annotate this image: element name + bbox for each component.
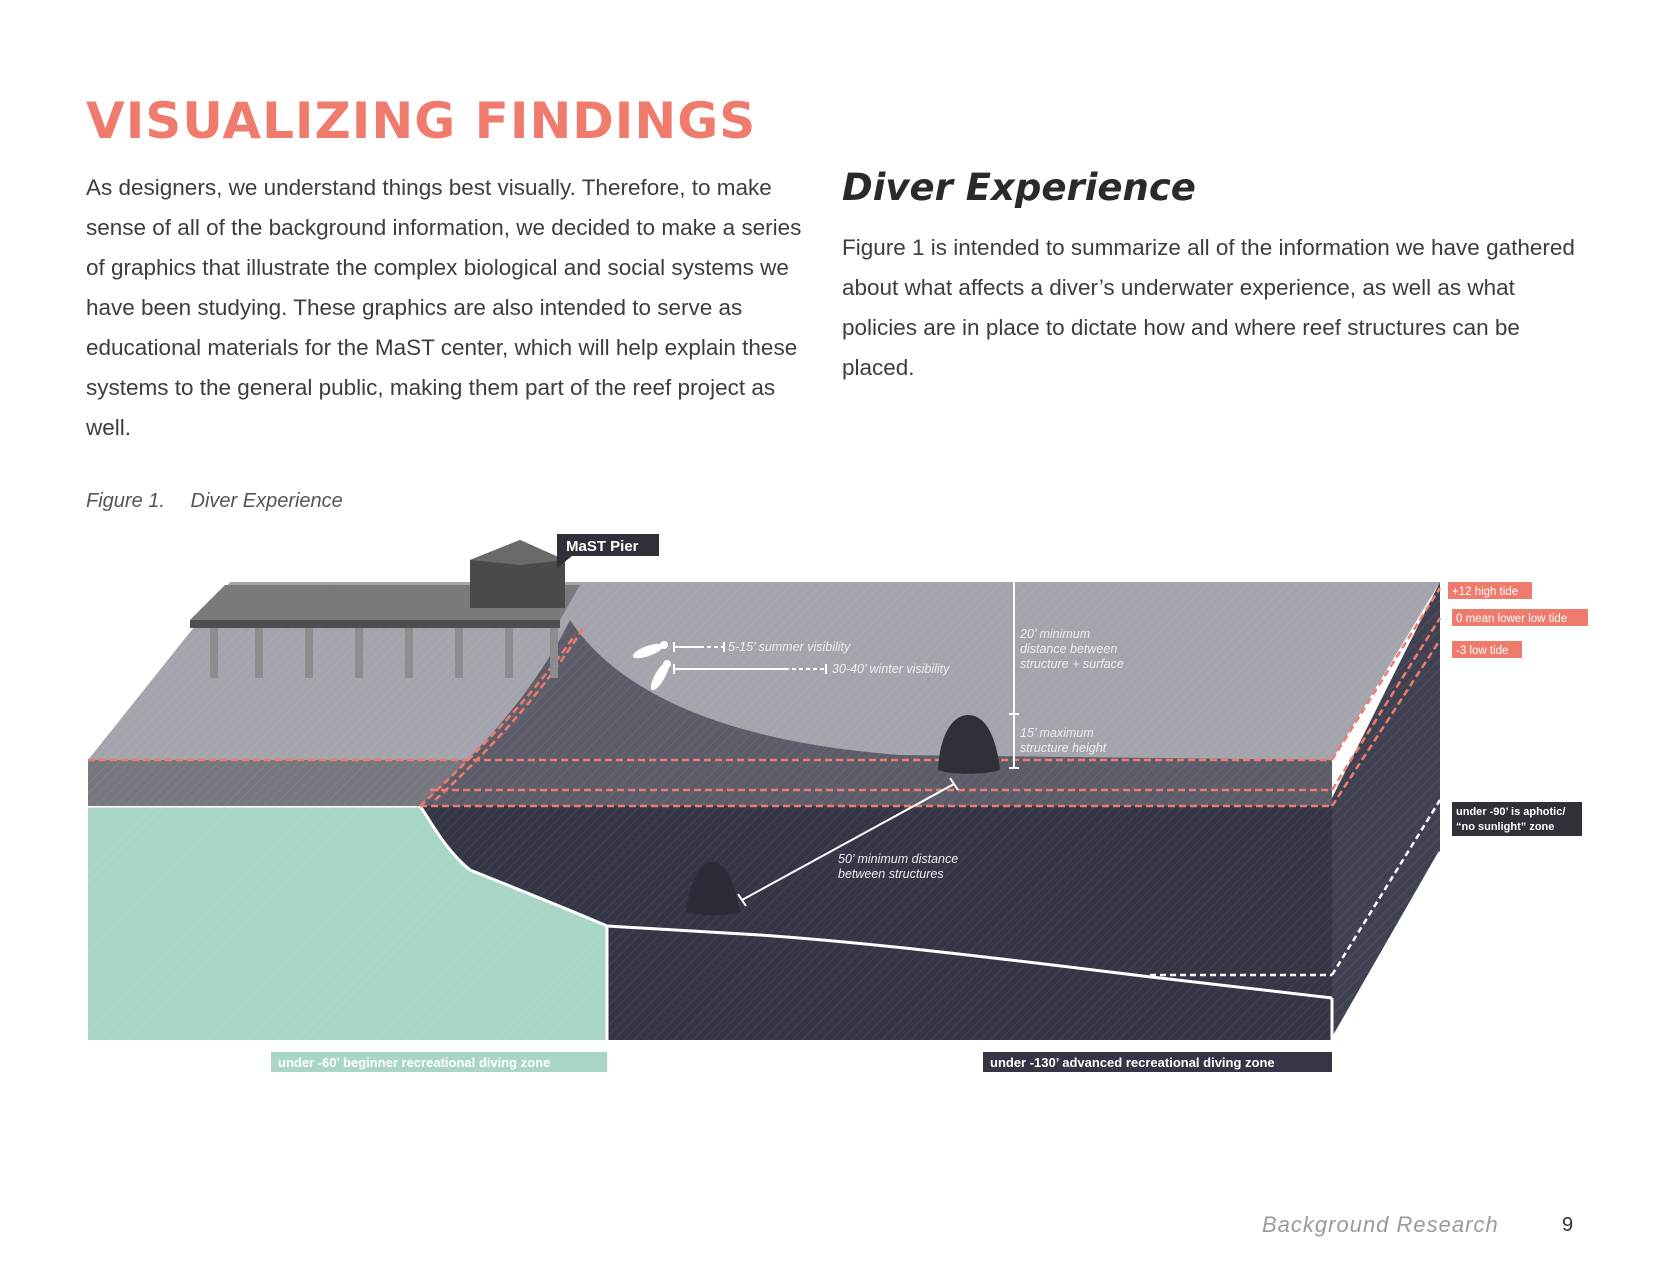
summer-visibility-label: 5-15’ summer visibility: [728, 640, 851, 654]
figure-number: Figure 1.: [86, 490, 165, 512]
footer-section-name: Background Research: [1262, 1212, 1499, 1237]
section-subheading: Diver Experience: [842, 166, 1196, 209]
page-number: 9: [1562, 1214, 1574, 1236]
beginner-zone-label: under -60’ beginner recreational diving …: [278, 1055, 550, 1070]
pier-label-pointer: [557, 556, 572, 568]
winter-visibility-label: 30-40’ winter visibility: [832, 662, 950, 676]
max-height-label-2: structure height: [1020, 741, 1107, 755]
min-distance-structures-label-2: between structures: [838, 867, 944, 881]
hatch-overlay: [88, 582, 1440, 1040]
mast-pier: [190, 540, 580, 678]
intro-paragraph: As designers, we understand things best …: [86, 175, 802, 440]
summary-paragraph: Figure 1 is intended to summarize all of…: [842, 235, 1575, 380]
min-distance-structures-label-1: 50’ minimum distance: [838, 852, 958, 866]
tide-labels: [1448, 582, 1588, 658]
low-tide-label: -3 low tide: [1456, 645, 1508, 657]
reef-structure-far: [686, 862, 740, 915]
diver-icon: [632, 641, 671, 691]
structure-surface-distance-line: [1009, 582, 1019, 769]
visibility-lines: [673, 642, 827, 674]
high-tide-label: +12 high tide: [1452, 586, 1518, 598]
min-distance-surface-label-3: structure + surface: [1020, 657, 1124, 671]
min-distance-surface-label-2: distance between: [1020, 642, 1117, 656]
mean-lower-low-tide-label: 0 mean lower low tide: [1456, 613, 1567, 625]
min-distance-surface-label-1: 20’ minimum: [1019, 627, 1090, 641]
pier-label: MaST Pier: [566, 538, 639, 555]
aphotic-label-box: [1452, 802, 1582, 836]
figure-title: Diver Experience: [190, 490, 343, 512]
figure-caption: Figure 1. Diver Experience: [86, 490, 343, 513]
structure-distance-line: [737, 777, 959, 907]
pier-label-box: [557, 534, 659, 556]
advanced-zone-label: under -130’ advanced recreational diving…: [990, 1055, 1275, 1070]
beginner-zone-label-box: [271, 1052, 607, 1072]
page-title: VISUALIZING FINDINGS: [86, 92, 757, 150]
aphotic-label-2: “no sunlight” zone: [1456, 821, 1554, 833]
reef-structure-near: [938, 715, 1000, 774]
tide-lines: [88, 587, 1442, 808]
advanced-zone-label-box: [983, 1052, 1332, 1072]
aphotic-label-1: under -90’ is aphotic/: [1456, 806, 1565, 818]
max-height-label-1: 15’ maximum: [1020, 726, 1094, 740]
